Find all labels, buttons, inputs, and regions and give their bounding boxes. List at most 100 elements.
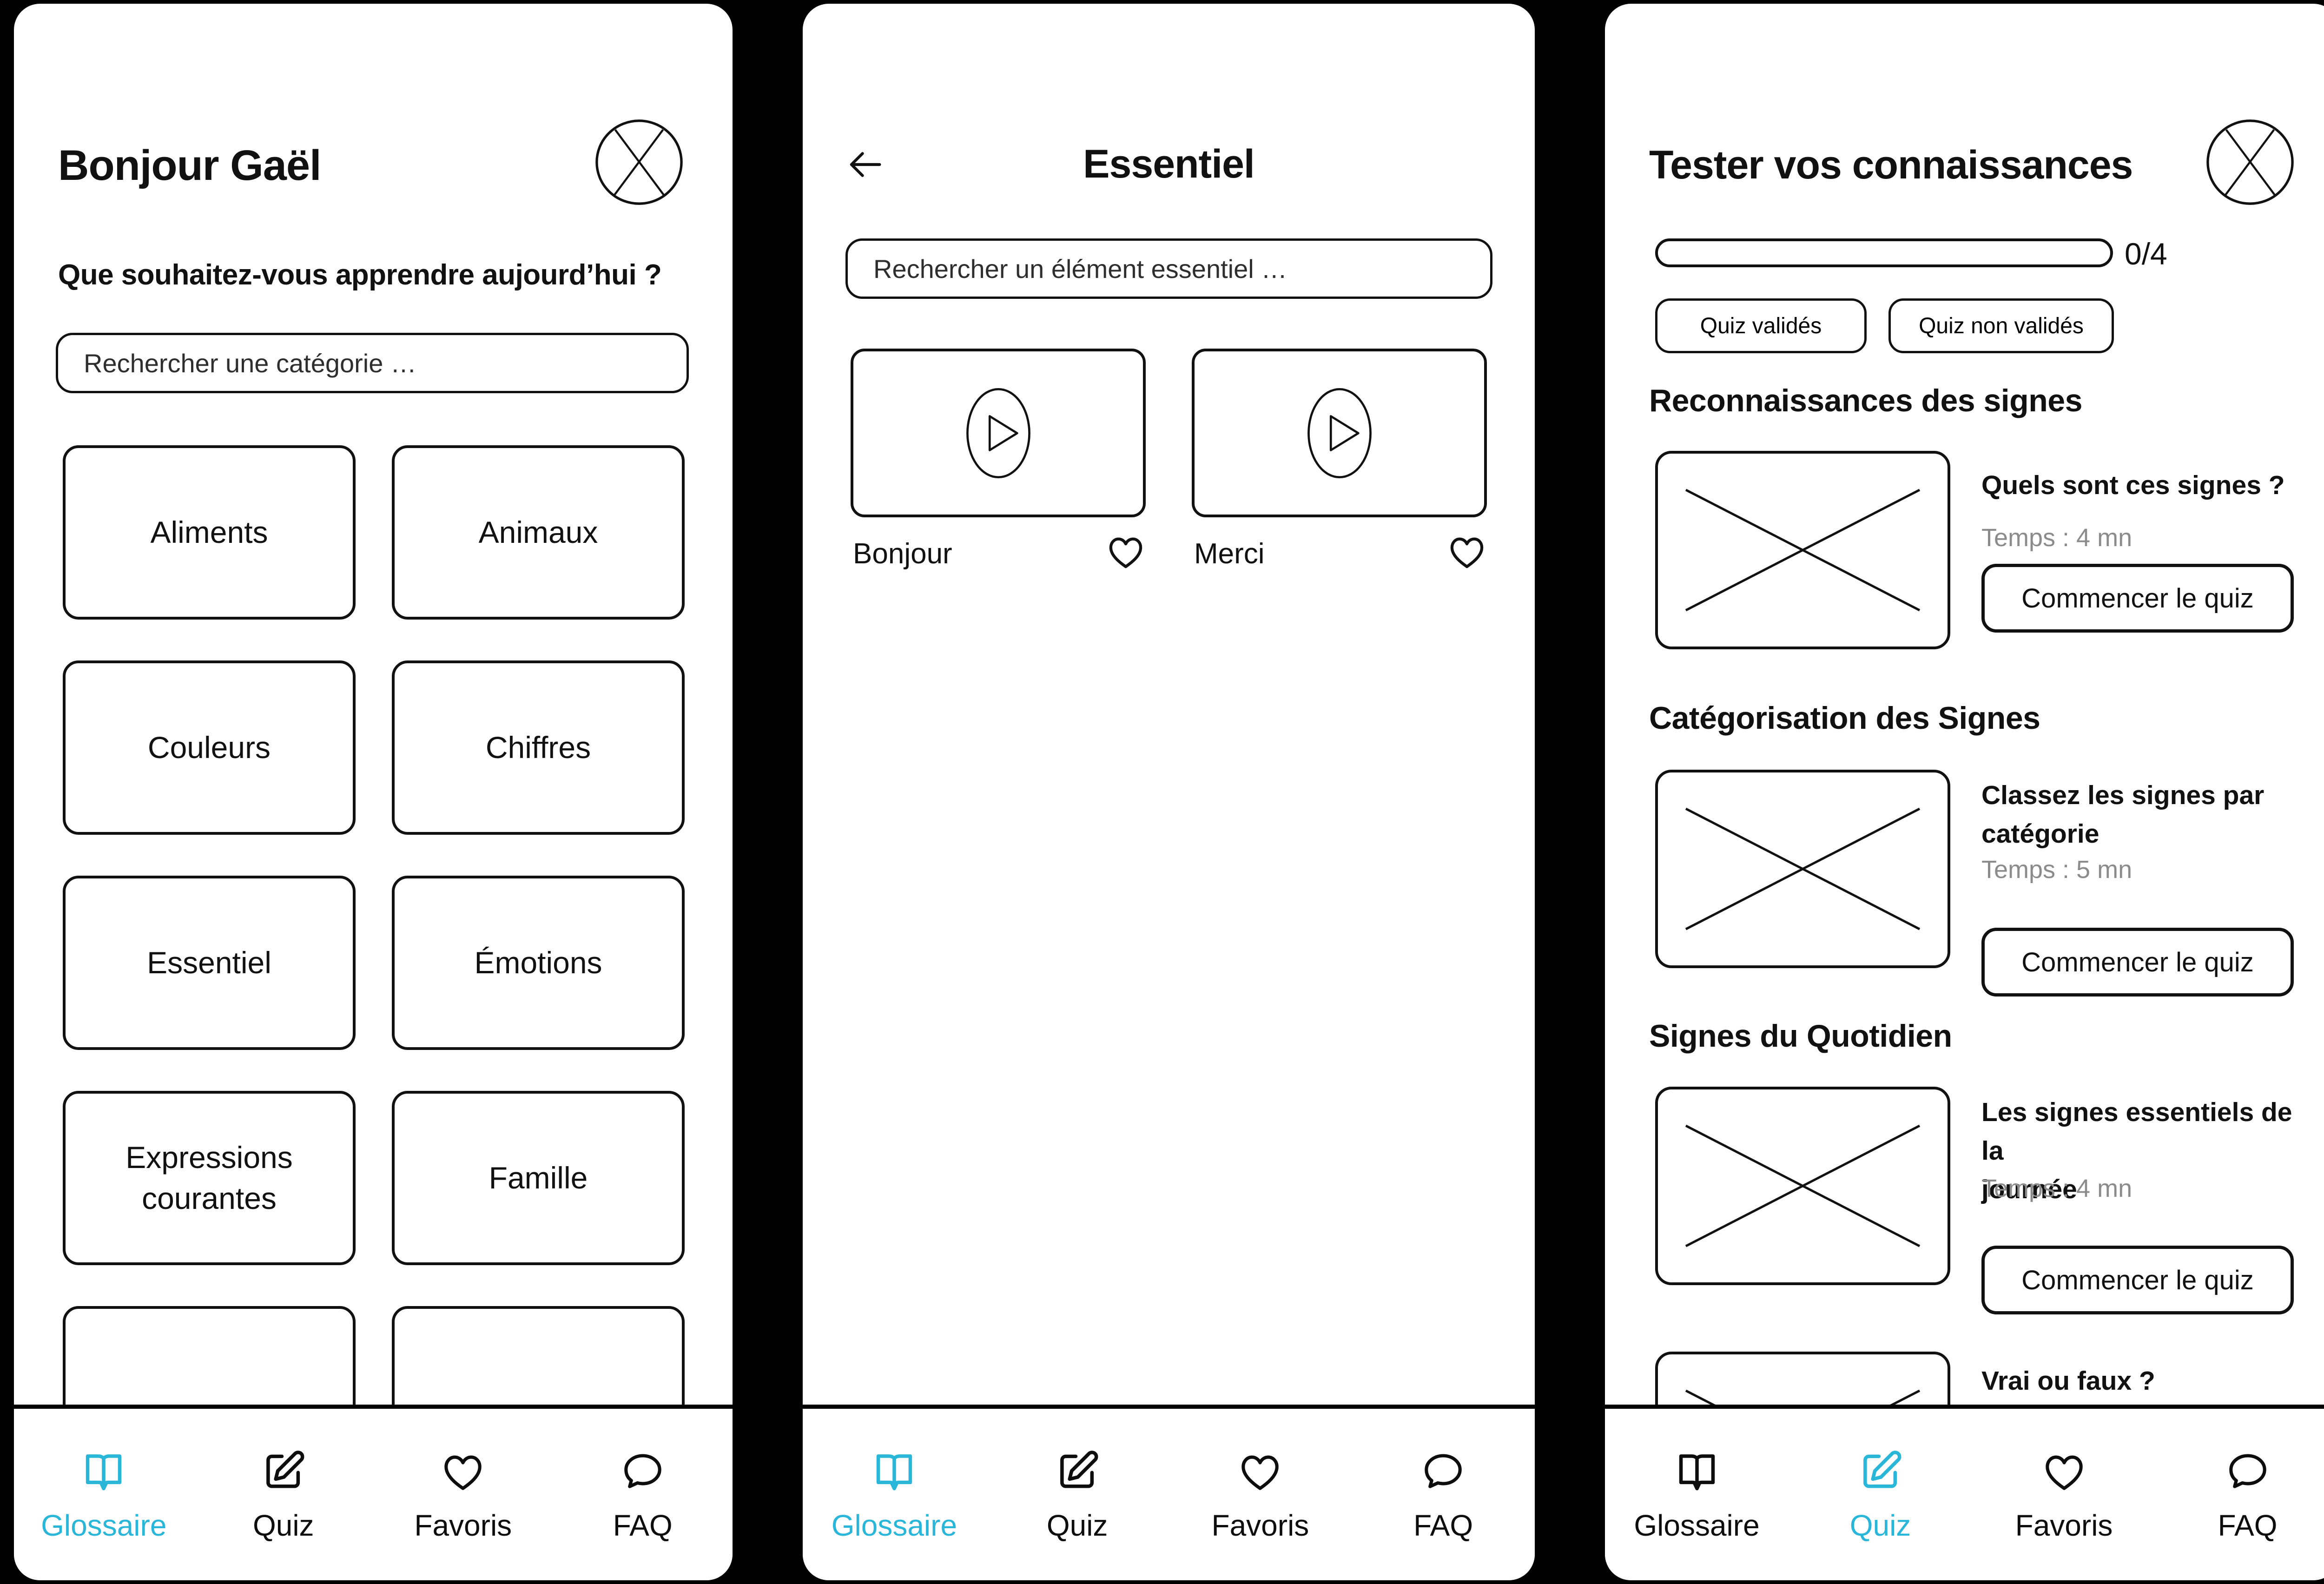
text-line: Quels sont ces signes ? bbox=[1981, 470, 2285, 500]
heart-icon bbox=[1235, 1447, 1285, 1496]
category-card-animaux[interactable]: Animaux bbox=[392, 445, 685, 620]
screen-essentiel: Essentiel Bonjour Merci Glossaire Quiz bbox=[803, 4, 1535, 1580]
nav-label: Quiz bbox=[252, 1508, 314, 1542]
section-heading: Reconnaissances des signes bbox=[1649, 383, 2082, 418]
nav-label: Favoris bbox=[414, 1508, 512, 1542]
quiz-question-title: Vrai ou faux ? bbox=[1981, 1362, 2302, 1400]
filter-quiz-valides-button[interactable]: Quiz validés bbox=[1655, 298, 1867, 353]
quiz-question-title: Quels sont ces signes ? bbox=[1981, 466, 2302, 505]
chat-bubble-icon bbox=[1419, 1447, 1468, 1496]
filter-quiz-non-valides-button[interactable]: Quiz non validés bbox=[1888, 298, 2114, 353]
search-input[interactable] bbox=[56, 333, 689, 393]
quiz-question-title: Classez les signes par catégorie bbox=[1981, 776, 2302, 853]
nav-item-faq[interactable]: FAQ bbox=[1352, 1409, 1535, 1580]
video-label: Merci bbox=[1194, 538, 1265, 570]
quiz-time: Temps : 5 mn bbox=[1981, 856, 2133, 884]
category-card-aliments[interactable]: Aliments bbox=[63, 445, 356, 620]
category-label: Aliments bbox=[150, 515, 268, 549]
start-quiz-button[interactable]: Commencer le quiz bbox=[1981, 928, 2294, 997]
section-heading: Catégorisation des Signes bbox=[1649, 700, 2040, 736]
nav-item-favoris[interactable]: Favoris bbox=[1169, 1409, 1352, 1580]
nav-item-favoris[interactable]: Favoris bbox=[373, 1409, 553, 1580]
nav-item-glossaire[interactable]: Glossaire bbox=[1605, 1409, 1789, 1580]
book-open-icon bbox=[870, 1447, 919, 1496]
category-card-famille[interactable]: Famille bbox=[392, 1091, 685, 1265]
text-line: Les signes essentiels de la bbox=[1981, 1097, 2292, 1166]
image-placeholder bbox=[1655, 451, 1950, 649]
profile-avatar-icon[interactable] bbox=[594, 118, 684, 206]
category-label: Émotions bbox=[474, 945, 602, 980]
start-quiz-button[interactable]: Commencer le quiz bbox=[1981, 1246, 2294, 1314]
nav-label: Glossaire bbox=[831, 1508, 957, 1542]
bottom-nav: Glossaire Quiz Favoris FAQ bbox=[803, 1405, 1535, 1580]
favorite-heart-icon[interactable] bbox=[1445, 530, 1489, 574]
text-line: Classez les signes par bbox=[1981, 780, 2265, 810]
bottom-nav: Glossaire Quiz Favoris FAQ bbox=[1605, 1405, 2324, 1580]
video-card-merci[interactable] bbox=[1192, 349, 1487, 517]
image-placeholder bbox=[1655, 1087, 1950, 1285]
favorite-heart-icon[interactable] bbox=[1104, 530, 1148, 574]
nav-item-faq[interactable]: FAQ bbox=[553, 1409, 733, 1580]
progress-bar bbox=[1655, 238, 2113, 267]
category-card-emotions[interactable]: Émotions bbox=[392, 876, 685, 1050]
nav-label: Glossaire bbox=[41, 1508, 167, 1542]
heart-icon bbox=[438, 1447, 488, 1496]
nav-item-quiz[interactable]: Quiz bbox=[1789, 1409, 1972, 1580]
category-label: Animaux bbox=[478, 515, 598, 549]
nav-item-faq[interactable]: FAQ bbox=[2156, 1409, 2324, 1580]
category-label: Couleurs bbox=[147, 730, 271, 765]
profile-avatar-icon[interactable] bbox=[2205, 118, 2295, 206]
book-open-icon bbox=[1672, 1447, 1722, 1496]
text-line: journée bbox=[1981, 1175, 2077, 1205]
image-placeholder bbox=[1655, 770, 1950, 968]
video-label: Bonjour bbox=[853, 538, 952, 570]
category-label: Expressions courantes bbox=[125, 1140, 293, 1215]
quiz-time: Temps : 4 mn bbox=[1981, 1175, 2133, 1202]
nav-item-quiz[interactable]: Quiz bbox=[194, 1409, 374, 1580]
edit-pencil-icon bbox=[259, 1447, 308, 1496]
nav-item-glossaire[interactable]: Glossaire bbox=[803, 1409, 986, 1580]
start-quiz-button[interactable]: Commencer le quiz bbox=[1981, 564, 2294, 633]
nav-label: Quiz bbox=[1046, 1508, 1108, 1542]
nav-label: Quiz bbox=[1849, 1508, 1911, 1542]
nav-label: Favoris bbox=[2015, 1508, 2113, 1542]
chat-bubble-icon bbox=[618, 1447, 667, 1496]
edit-pencil-icon bbox=[1053, 1447, 1102, 1496]
bottom-nav: Glossaire Quiz Favoris FAQ bbox=[14, 1405, 733, 1580]
category-label: Essentiel bbox=[147, 945, 271, 980]
book-open-icon bbox=[79, 1447, 128, 1496]
text-line: Vrai ou faux ? bbox=[1981, 1366, 2155, 1396]
category-card-chiffres[interactable]: Chiffres bbox=[392, 660, 685, 835]
section-heading: Signes du Quotidien bbox=[1649, 1018, 1952, 1054]
page-title: Essentiel bbox=[1083, 142, 1255, 186]
quiz-question-title: Les signes essentiels de la journée bbox=[1981, 1093, 2302, 1209]
category-label: Chiffres bbox=[485, 730, 591, 765]
nav-label: FAQ bbox=[1413, 1508, 1473, 1542]
chat-bubble-icon bbox=[2223, 1447, 2272, 1496]
category-card-couleurs[interactable]: Couleurs bbox=[63, 660, 356, 835]
screen-quiz-list: Tester vos connaissances 0/4 Quiz validé… bbox=[1605, 4, 2324, 1580]
screen-home: Bonjour Gaël Que souhaitez-vous apprendr… bbox=[14, 4, 733, 1580]
category-card-essentiel[interactable]: Essentiel bbox=[63, 876, 356, 1050]
category-label: Famille bbox=[489, 1160, 588, 1195]
page-title: Tester vos connaissances bbox=[1649, 143, 2133, 187]
quiz-time: Temps : 4 mn bbox=[1981, 524, 2133, 552]
heart-icon bbox=[2040, 1447, 2089, 1496]
progress-label: 0/4 bbox=[2125, 237, 2167, 271]
nav-label: FAQ bbox=[613, 1508, 673, 1542]
nav-item-quiz[interactable]: Quiz bbox=[986, 1409, 1169, 1580]
nav-item-favoris[interactable]: Favoris bbox=[1972, 1409, 2156, 1580]
nav-label: FAQ bbox=[2218, 1508, 2278, 1542]
nav-item-glossaire[interactable]: Glossaire bbox=[14, 1409, 194, 1580]
search-input[interactable] bbox=[845, 238, 1492, 299]
edit-pencil-icon bbox=[1856, 1447, 1905, 1496]
play-icon[interactable] bbox=[964, 385, 1033, 482]
nav-label: Glossaire bbox=[1634, 1508, 1760, 1542]
category-card-expressions[interactable]: Expressions courantes bbox=[63, 1091, 356, 1265]
text-line: catégorie bbox=[1981, 819, 2100, 849]
nav-label: Favoris bbox=[1211, 1508, 1309, 1542]
page-title: Bonjour Gaël bbox=[58, 142, 322, 189]
video-card-bonjour[interactable] bbox=[851, 349, 1146, 517]
play-icon[interactable] bbox=[1305, 385, 1374, 482]
